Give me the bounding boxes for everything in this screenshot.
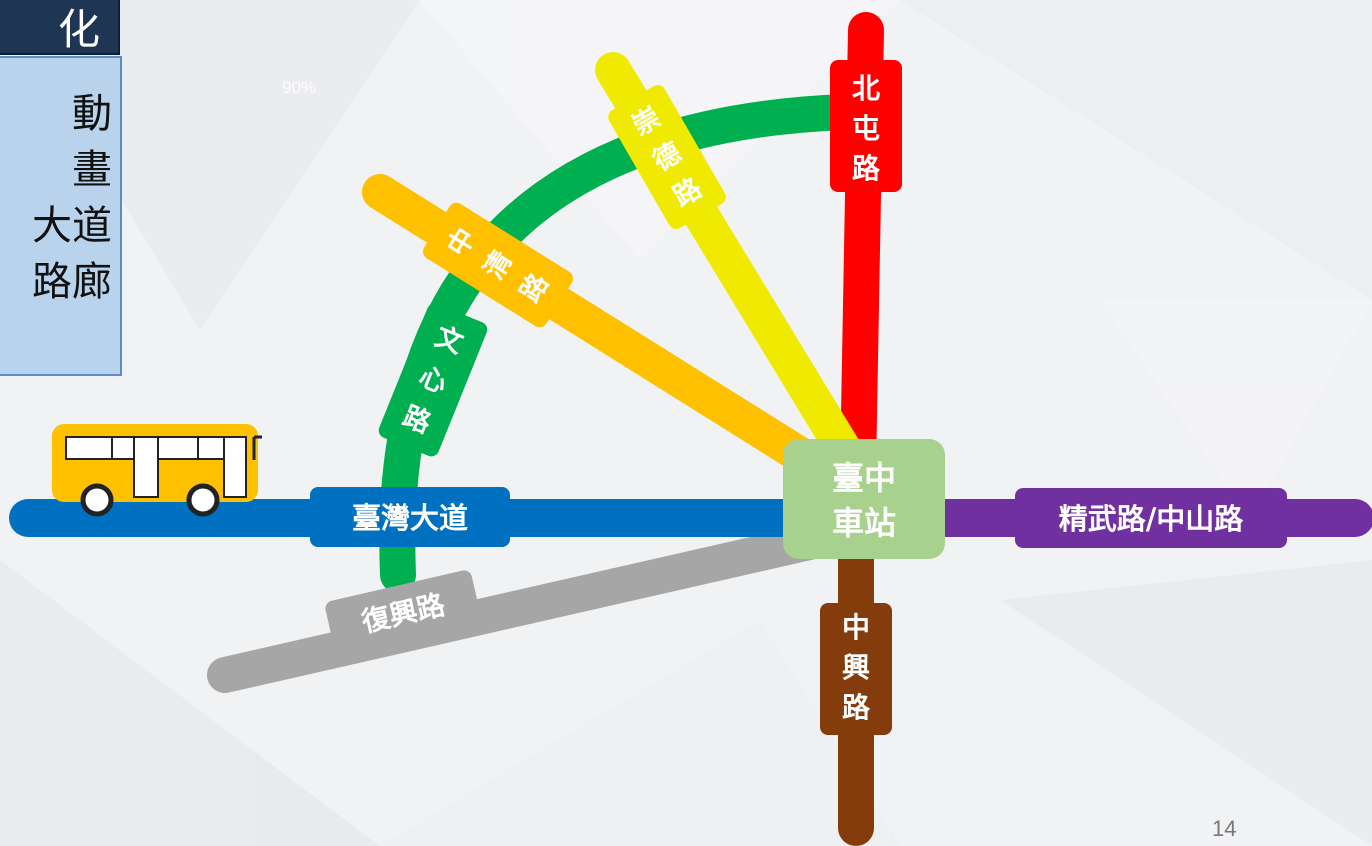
label-taiwan-blvd-text: 臺灣大道 — [352, 501, 468, 535]
note-line-1: 動 — [72, 91, 112, 137]
side-note-box: 動 畫 大道 路廊 — [0, 56, 122, 376]
label-beitun: 北 屯 路 — [830, 60, 902, 192]
station-name-line1: 臺中 — [832, 459, 896, 497]
note-line-4: 路廊 — [32, 259, 112, 305]
note-line-2: 畫 — [72, 147, 112, 193]
label-chongde: 崇 德 路 — [608, 85, 726, 229]
label-beitun-char-2: 屯 — [852, 112, 880, 145]
station-name-line2: 車站 — [832, 504, 896, 542]
slide-title-box: 化 — [0, 0, 120, 55]
label-jingwu: 精武路/中山路 — [1015, 488, 1287, 548]
label-zhongxing-char-1: 中 — [842, 611, 870, 644]
label-zhongxing-char-3: 路 — [842, 691, 871, 724]
label-fuxing: 復興路 — [325, 570, 481, 654]
label-beitun-char-3: 路 — [852, 152, 881, 185]
bus-icon — [52, 424, 262, 517]
label-zhongxing-char-2: 興 — [842, 651, 870, 684]
label-beitun-char-1: 北 — [852, 72, 880, 105]
label-wenxin: 文 心 路 — [378, 303, 488, 457]
taichung-station-node: 臺中 車站 — [783, 439, 945, 559]
label-zhongxing: 中 興 路 — [820, 603, 892, 735]
slide-title: 化 — [57, 5, 100, 54]
label-jingwu-text: 精武路/中山路 — [1059, 502, 1245, 536]
label-zhongqing: 中 清 路 — [423, 202, 573, 328]
percent-label: 90% — [282, 78, 317, 97]
fuxing-road-line — [207, 517, 858, 693]
note-line-3: 大道 — [32, 203, 112, 249]
label-taiwan-blvd: 臺灣大道 — [310, 487, 510, 547]
page-number: 14 — [1212, 816, 1237, 841]
